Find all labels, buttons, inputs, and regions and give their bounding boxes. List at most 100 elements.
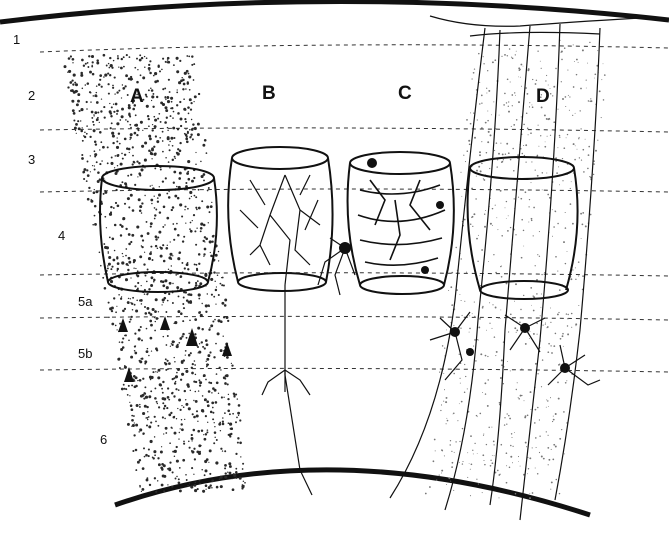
stipple-dot (204, 347, 206, 349)
stipple-dot (201, 200, 203, 202)
stipple-dot (131, 419, 134, 422)
stipple-dot (112, 87, 114, 89)
stipple-dot (434, 439, 436, 441)
stipple-dot (546, 75, 547, 76)
stipple-dot (191, 467, 193, 469)
stipple-dot (467, 452, 468, 453)
stipple-dot (88, 55, 90, 57)
stipple-dot (214, 422, 215, 423)
stipple-dot (542, 359, 543, 360)
stipple-dot (572, 269, 573, 270)
stipple-dot (510, 81, 511, 82)
stipple-dot (162, 140, 164, 142)
stipple-dot (121, 388, 124, 391)
stipple-dot (232, 413, 234, 415)
stipple-dot (587, 168, 589, 170)
stipple-dot (553, 444, 555, 446)
stipple-dot (499, 115, 500, 116)
stipple-dot (562, 158, 563, 159)
stipple-dot (169, 91, 171, 93)
stipple-dot (192, 363, 194, 365)
stipple-dot (142, 130, 143, 131)
stipple-dot (206, 458, 209, 461)
stipple-dot (441, 404, 442, 405)
stipple-dot (179, 203, 182, 206)
stipple-dot (178, 399, 181, 402)
stipple-dot (492, 225, 493, 226)
stipple-dot (170, 346, 171, 347)
stipple-dot (110, 280, 113, 283)
stipple-dot (555, 256, 557, 258)
stipple-dot (183, 359, 185, 361)
stipple-dot (171, 209, 173, 211)
stipple-dot (104, 74, 107, 77)
stipple-dot (121, 225, 124, 228)
stipple-dot (168, 196, 171, 199)
stipple-dot (530, 287, 532, 289)
stipple-dot (209, 327, 210, 328)
stipple-dot (500, 377, 502, 379)
stipple-dot (239, 441, 242, 444)
stipple-dot (563, 346, 564, 347)
stipple-dot (228, 462, 231, 465)
stipple-dot (171, 101, 173, 103)
stipple-dot (113, 60, 114, 61)
stipple-dot (159, 70, 161, 72)
stipple-dot (168, 468, 170, 470)
stipple-dot (164, 297, 167, 300)
stipple-dot (548, 406, 549, 407)
stipple-dot (127, 269, 129, 271)
stipple-dot (115, 155, 117, 157)
stipple-dot (518, 456, 519, 457)
stipple-dot (512, 57, 514, 59)
stipple-dot (144, 293, 146, 295)
stipple-dot (587, 63, 588, 64)
stipple-dot (130, 318, 132, 320)
stipple-dot (92, 73, 95, 76)
stipple-dot (167, 127, 169, 129)
stipple-dot (208, 329, 210, 331)
stipple-dot (552, 459, 554, 461)
stipple-dot (118, 66, 119, 67)
stipple-dot (116, 146, 119, 149)
stipple-dot (202, 144, 205, 147)
stipple-dot (185, 88, 187, 90)
stipple-dot (205, 415, 207, 417)
stipple-dot (197, 346, 199, 348)
stipple-dot (510, 456, 512, 458)
stipple-dot (164, 87, 166, 89)
stipple-dot (166, 286, 169, 289)
stipple-dot (121, 58, 123, 60)
stipple-dot (474, 137, 476, 139)
stipple-dot (108, 252, 110, 254)
stipple-dot (482, 454, 484, 456)
stipple-dot (215, 303, 216, 304)
stipple-dot (222, 277, 224, 279)
stipple-dot (167, 396, 170, 399)
stipple-dot (152, 308, 155, 311)
stipple-dot (550, 322, 551, 323)
panel-label-d: D (536, 86, 550, 108)
stipple-dot (209, 351, 211, 353)
stipple-dot (210, 278, 213, 281)
stipple-dot (473, 346, 474, 347)
stipple-dot (179, 60, 181, 62)
stipple-dot (228, 394, 229, 395)
stipple-dot (216, 286, 217, 287)
stipple-dot (569, 110, 570, 111)
stipple-dot (84, 136, 86, 138)
stipple-dot (128, 339, 130, 341)
stipple-dot (147, 269, 149, 271)
stipple-dot (197, 488, 199, 490)
stipple-dot (146, 57, 148, 59)
stipple-dot (81, 154, 83, 156)
stipple-dot (86, 133, 88, 135)
stipple-dot (77, 100, 80, 103)
stipple-dot (153, 75, 155, 77)
stipple-dot (180, 275, 183, 278)
stipple-dot (478, 235, 479, 236)
stipple-dot (527, 473, 528, 474)
stipple-dot (580, 128, 581, 129)
stipple-dot (451, 451, 452, 452)
stipple-dot (205, 489, 206, 490)
